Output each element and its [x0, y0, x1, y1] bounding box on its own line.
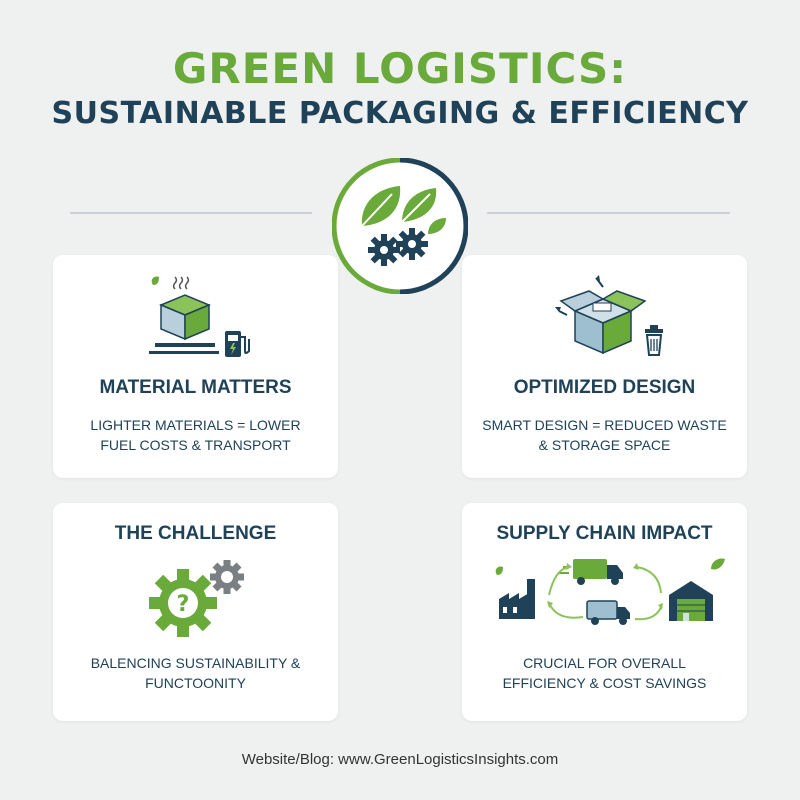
page-subtitle: SUSTAINABLE PACKAGING & EFFICIENCY: [51, 96, 749, 131]
open-box-trash-icon: [555, 275, 663, 356]
card-title: OPTIMIZED DESIGN: [513, 377, 696, 398]
card-the-challenge: THE CHALLENGE ? BALENCING SUSTAINA: [53, 503, 338, 721]
leaf-gear-emblem-icon: [332, 158, 468, 294]
question-gears-icon: ?: [149, 560, 244, 637]
card-title: THE CHALLENGE: [114, 523, 277, 544]
divider-right: [487, 212, 730, 214]
divider-left: [70, 212, 312, 214]
svg-text:?: ?: [177, 592, 190, 617]
card-material-matters: MATERIAL MATTERS LIGHTER MATERIALS = LOW…: [53, 255, 338, 478]
card-optimized-design: OPTIMIZED DESIGN SMART DESIGN = REDUCED …: [462, 255, 747, 478]
card-description: BALENCING SUSTAINABILITY & FUNCTOONITY: [90, 655, 301, 691]
card-title: SUPPLY CHAIN IMPACT: [496, 523, 713, 544]
card-description: SMART DESIGN = REDUCED WASTE & STORAGE S…: [482, 417, 727, 453]
footer-website-link[interactable]: Website/Blog: www.GreenLogisticsInsights…: [241, 751, 559, 768]
card-supply-chain-impact: SUPPLY CHAIN IMPACT CRUCIAL FOR: [462, 503, 747, 721]
card-description: CRUCIAL FOR OVERALL EFFICIENCY & COST SA…: [502, 655, 707, 691]
card-title: MATERIAL MATTERS: [99, 377, 292, 398]
page-title: GREEN LOGISTICS:: [172, 44, 628, 93]
supply-chain-cycle-icon: [495, 558, 725, 625]
package-fuel-icon: [149, 276, 250, 357]
card-description: LIGHTER MATERIALS = LOWER FUEL COSTS & T…: [90, 417, 301, 453]
